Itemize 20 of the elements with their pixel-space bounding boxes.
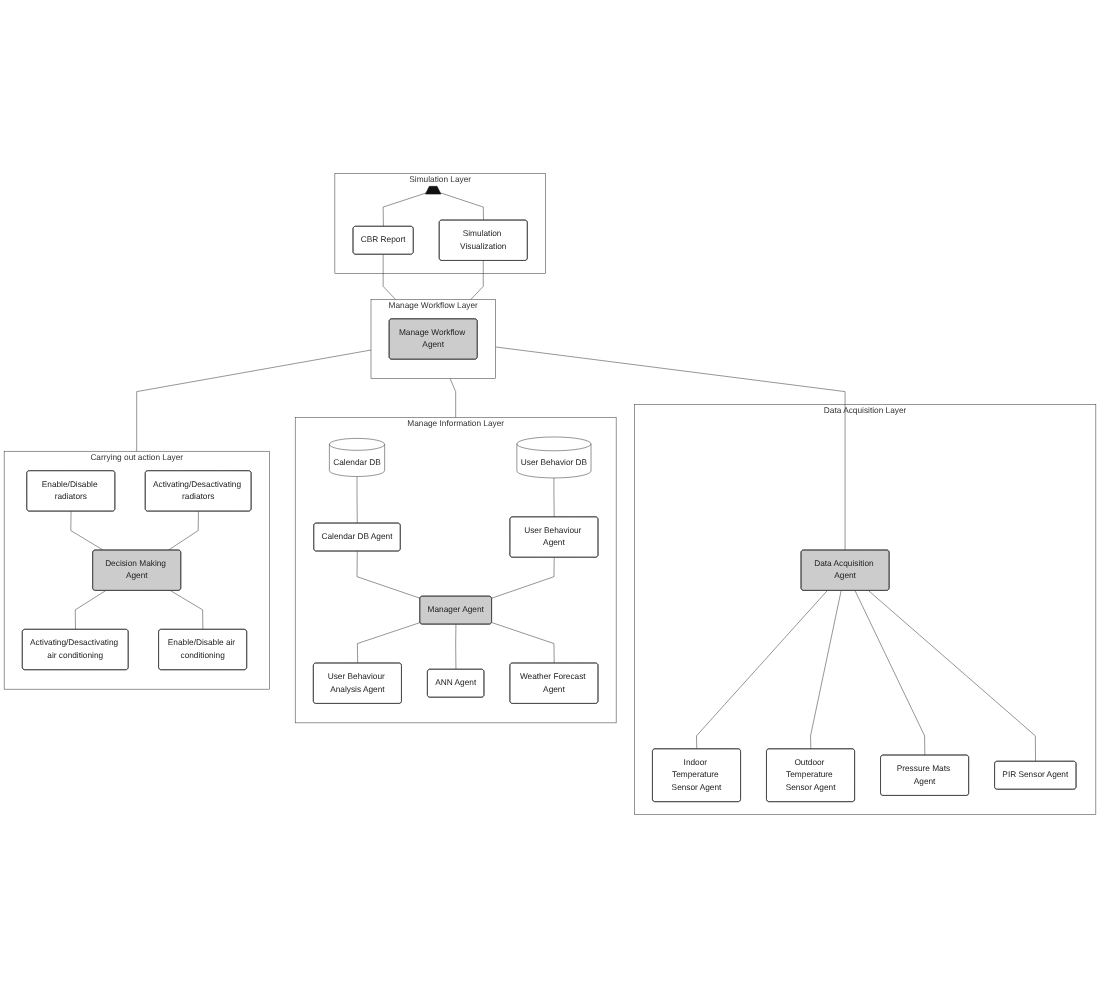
connector bbox=[449, 378, 456, 418]
connector bbox=[868, 590, 1036, 762]
connector bbox=[168, 511, 199, 551]
connector bbox=[75, 590, 106, 630]
connector bbox=[70, 511, 104, 551]
node-laptop bbox=[425, 186, 442, 195]
connector bbox=[495, 346, 846, 551]
connector bbox=[854, 590, 926, 756]
connector bbox=[696, 590, 828, 750]
connector bbox=[470, 260, 484, 300]
connector bbox=[491, 622, 555, 664]
connector bbox=[491, 557, 555, 599]
connector bbox=[170, 590, 204, 630]
connector bbox=[382, 254, 396, 300]
connector bbox=[382, 192, 427, 227]
connector bbox=[357, 622, 421, 664]
connector bbox=[356, 551, 421, 599]
connector bbox=[810, 590, 842, 750]
connector bbox=[440, 192, 484, 221]
connector bbox=[455, 624, 457, 670]
